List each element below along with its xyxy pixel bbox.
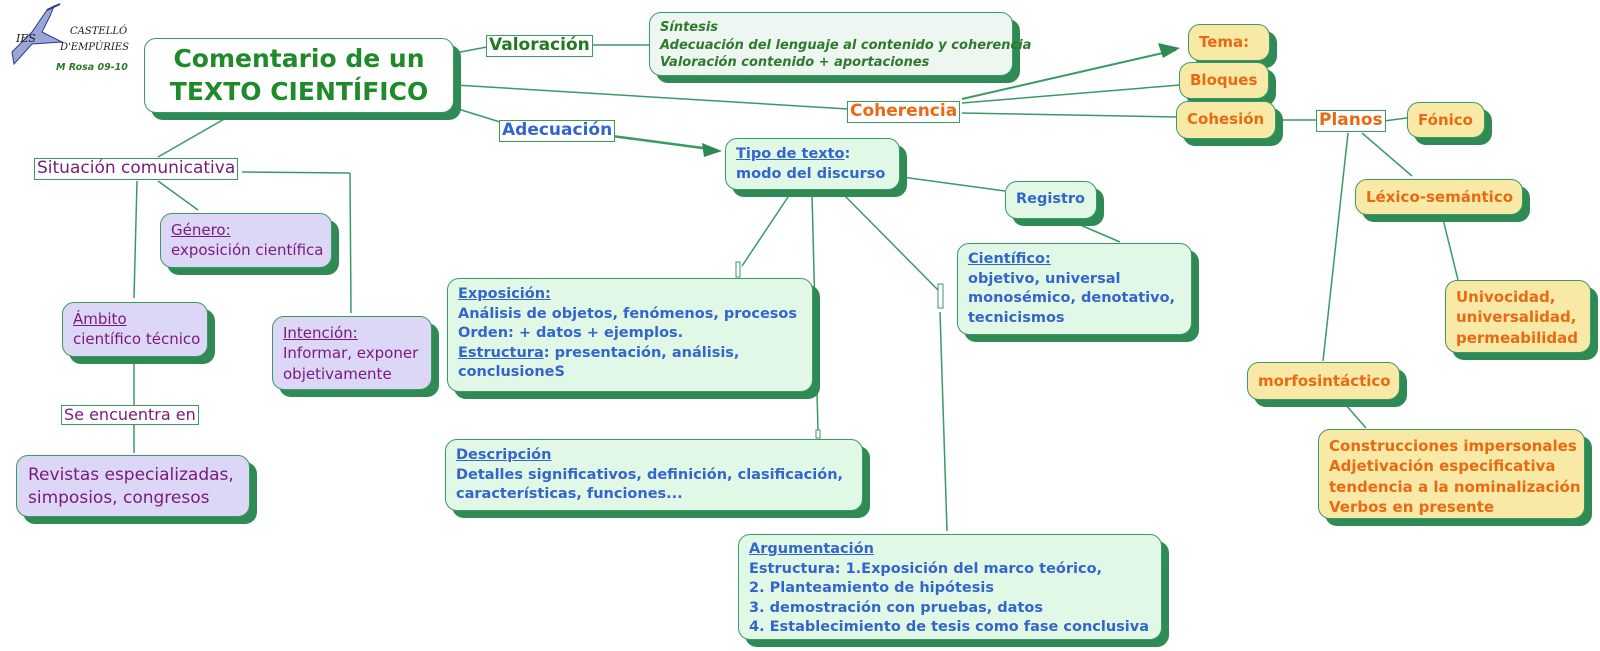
- label-valoracion: Valoración: [486, 35, 593, 57]
- genero-head: Género:: [171, 221, 231, 239]
- descripcion-head: Descripción: [456, 447, 552, 463]
- tema-box: Tema:: [1188, 24, 1270, 61]
- bloques-text: Bloques: [1190, 71, 1258, 89]
- revistas-box: Revistas especializadas, simposios, cong…: [16, 455, 250, 517]
- argumentacion-line: 4. Establecimiento de tesis como fase co…: [749, 619, 1150, 636]
- exposicion-line4: conclusioneS: [458, 364, 565, 381]
- intencion-head: Intención:: [283, 324, 358, 342]
- genero-box: Género: exposición científica: [160, 213, 332, 268]
- intencion-line: objetivamente: [283, 364, 392, 383]
- cohesion-text: Cohesión: [1187, 110, 1265, 128]
- construcciones-line: Adjetivación especificativa: [1329, 457, 1556, 476]
- tipo-texto-box: Tipo de texto: modo del discurso: [725, 138, 900, 190]
- univocidad-line: permeabilidad: [1456, 328, 1578, 347]
- label-planos: Planos: [1316, 110, 1386, 132]
- cientifico-line: monosémico, denotativo,: [968, 290, 1176, 307]
- revistas-line: Revistas especializadas,: [28, 465, 234, 485]
- valoracion-line: Valoración contenido + aportaciones: [660, 55, 930, 71]
- morfo-box: morfosintáctico: [1247, 362, 1400, 400]
- estructura-head: Estructura: [458, 344, 544, 361]
- stork-icon: [11, 3, 64, 66]
- intencion-line: Informar, exponer: [283, 344, 419, 363]
- argumentacion-line: 3. demostración con pruebas, datos: [749, 599, 1043, 616]
- bloques-box: Bloques: [1179, 62, 1269, 99]
- tipo-texto-colon: :: [844, 146, 851, 162]
- univocidad-line: universalidad,: [1456, 308, 1577, 327]
- genero-text: exposición científica: [171, 241, 324, 260]
- cientifico-line: objetivo, universal: [968, 270, 1121, 287]
- morfo-text: morfosintáctico: [1258, 372, 1391, 390]
- construcciones-box: Construcciones impersonales Adjetivación…: [1318, 429, 1585, 519]
- title-line2: TEXTO CIENTÍFICO: [169, 76, 429, 106]
- argumentacion-line: Estructura: 1.Exposición del marco teóri…: [749, 560, 1103, 577]
- argumentacion-line: 2. Planteamiento de hipótesis: [749, 580, 994, 597]
- tipo-texto-head: Tipo de texto: [736, 146, 845, 162]
- exposicion-box: Exposición: Análisis de objetos, fenómen…: [447, 278, 813, 392]
- registro-text: Registro: [1016, 191, 1086, 207]
- argumentacion-head: Argumentación: [749, 541, 874, 557]
- label-situacion: Situación comunicativa: [34, 158, 239, 180]
- valoracion-line: Síntesis: [660, 20, 719, 35]
- logo-author: M Rosa 09-10: [56, 62, 128, 73]
- valoracion-line: Adecuación del lenguaje al contenido y c…: [660, 37, 1032, 53]
- exposicion-head: Exposición:: [458, 286, 551, 302]
- cientifico-box: Científico: objetivo, universal monosémi…: [957, 243, 1192, 335]
- exposicion-line1: Análisis de objetos, fenómenos, procesos: [458, 305, 798, 322]
- construcciones-line: Construcciones impersonales: [1329, 437, 1577, 455]
- ambito-head: Ámbito: [73, 310, 127, 328]
- title-box: Comentario de un TEXTO CIENTÍFICO: [144, 38, 454, 113]
- valoracion-box: Síntesis Adecuación del lenguaje al cont…: [649, 12, 1032, 76]
- label-adecuacion: Adecuación: [499, 120, 616, 142]
- descripcion-line: características, funciones...: [456, 486, 683, 503]
- cientifico-line: tecnicismos: [968, 309, 1065, 326]
- univocidad-box: Univocidad, universalidad, permeabilidad: [1445, 280, 1591, 353]
- descripcion-line: Detalles significativos, definición, cla…: [456, 466, 844, 483]
- logo-line2: CASTELLÓ: [70, 26, 128, 37]
- construcciones-line: Verbos en presente: [1329, 497, 1495, 516]
- logo-line3: D'EMPÚRIES: [60, 42, 129, 53]
- cohesion-box: Cohesión: [1176, 101, 1276, 139]
- lexico-text: Léxico-semántico: [1366, 188, 1514, 206]
- descripcion-box: Descripción Detalles significativos, def…: [445, 439, 863, 511]
- fonico-text: Fónico: [1418, 111, 1473, 129]
- ambito-box: Ámbito científico técnico: [62, 302, 208, 357]
- label-se-encuentra: Se encuentra en: [61, 405, 199, 426]
- tema-text: Tema:: [1199, 33, 1250, 51]
- intencion-box: Intención: Informar, exponer objetivamen…: [272, 316, 432, 390]
- estructura-text: : presentación, análisis,: [543, 344, 740, 361]
- tipo-texto-text: modo del discurso: [736, 165, 886, 182]
- label-coherencia: Coherencia: [847, 101, 961, 123]
- revistas-line: simposios, congresos: [28, 487, 210, 508]
- logo-line1: IES: [16, 32, 36, 45]
- argumentacion-box: Argumentación Estructura: 1.Exposición d…: [738, 534, 1162, 640]
- ambito-text: científico técnico: [73, 330, 201, 349]
- school-logo: IES CASTELLÓ D'EMPÚRIES M Rosa 09-10: [2, 2, 132, 74]
- lexico-box: Léxico-semántico: [1355, 179, 1523, 215]
- construcciones-line: tendencia a la nominalización: [1329, 477, 1581, 496]
- title-line1: Comentario de un: [173, 44, 425, 73]
- fonico-box: Fónico: [1407, 102, 1485, 138]
- exposicion-line2: Orden: + datos + ejemplos.: [458, 325, 684, 342]
- registro-box: Registro: [1005, 181, 1097, 219]
- univocidad-line: Univocidad,: [1456, 288, 1556, 306]
- cientifico-head: Científico:: [968, 251, 1051, 267]
